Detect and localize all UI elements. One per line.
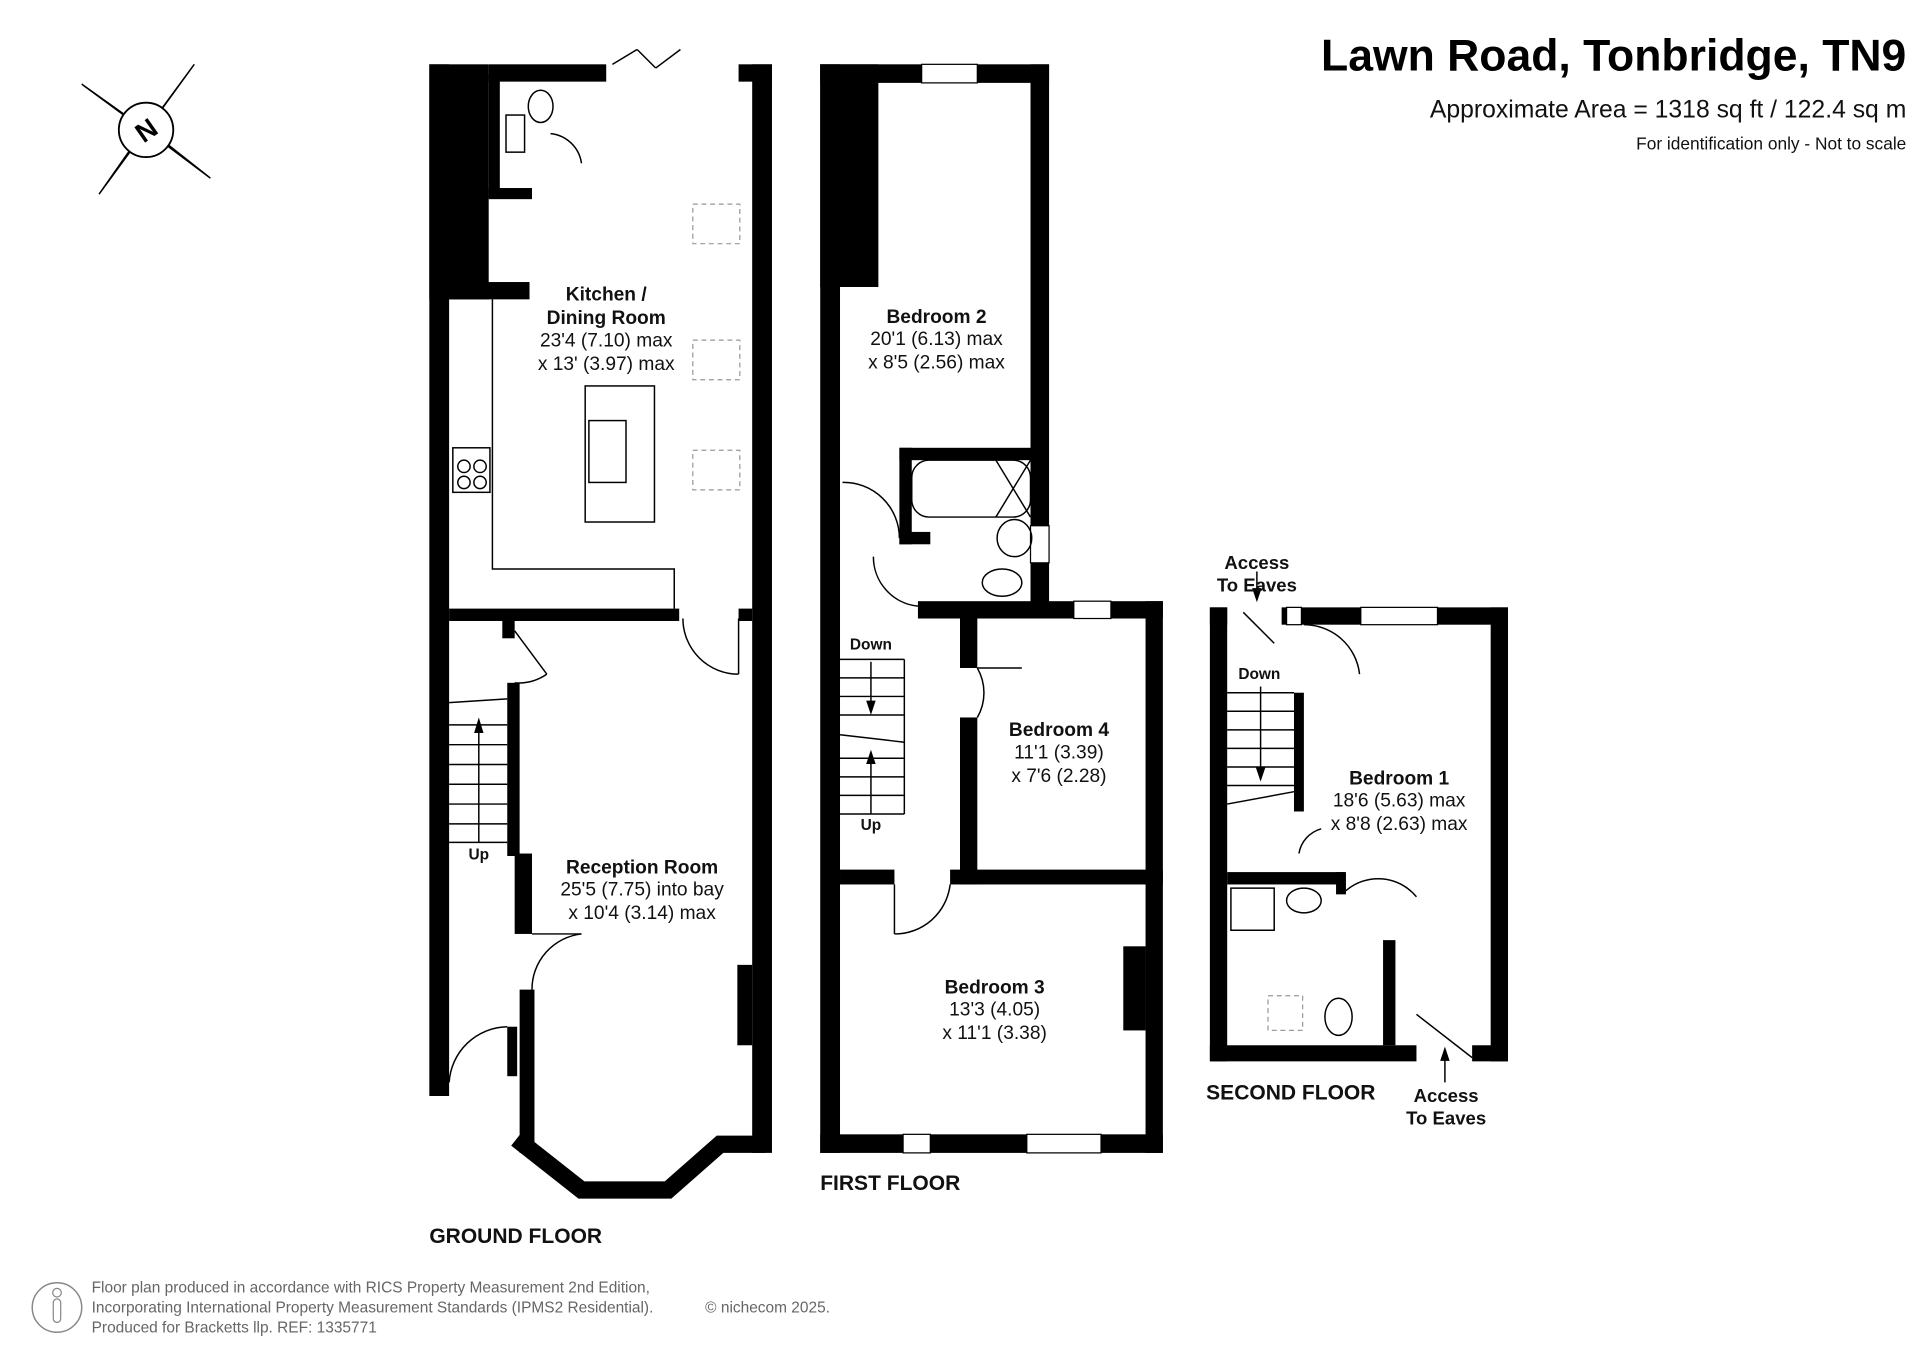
disclaimer: For identification only - Not to scale bbox=[1636, 134, 1906, 154]
eaves-access-bottom-line1: Access bbox=[1414, 1085, 1479, 1106]
bedroom-2-dims-line1: 20'1 (6.13) max bbox=[870, 329, 1003, 350]
kitchen-name-line2: Dining Room bbox=[547, 308, 666, 329]
person-scale-icon bbox=[31, 1282, 83, 1334]
eaves-access-top-line1: Access bbox=[1224, 552, 1289, 573]
bedroom-4-name: Bedroom 4 bbox=[1009, 720, 1109, 741]
bedroom-1-name: Bedroom 1 bbox=[1349, 768, 1449, 789]
bedroom-3-dims-line2: x 11'1 (3.38) bbox=[942, 1023, 1046, 1044]
ground-floor-label: GROUND FLOOR bbox=[429, 1225, 602, 1248]
approximate-area: Approximate Area = 1318 sq ft / 122.4 sq… bbox=[1430, 97, 1906, 124]
ground-floor-plan: Up Kitchen / Dining Room 23'4 (7.10) max… bbox=[429, 48, 772, 1248]
bedroom-1-dims-line2: x 8'8 (2.63) max bbox=[1331, 814, 1468, 835]
property-title: Lawn Road, Tonbridge, TN9 bbox=[1321, 32, 1906, 81]
kitchen-name-line1: Kitchen / bbox=[566, 285, 648, 306]
ground-stairs-up-label: Up bbox=[468, 847, 489, 864]
eaves-access-bottom-line2: To Eaves bbox=[1406, 1107, 1486, 1128]
reception-dims-line1: 25'5 (7.75) into bay bbox=[560, 880, 724, 901]
footer: Floor plan produced in accordance with R… bbox=[31, 1280, 830, 1336]
reception-name: Reception Room bbox=[566, 857, 718, 878]
bedroom-3-dims-line1: 13'3 (4.05) bbox=[949, 1000, 1040, 1021]
footer-line-2: Incorporating International Property Mea… bbox=[92, 1299, 654, 1316]
first-stairs-down-label: Down bbox=[850, 636, 892, 653]
second-floor-plan: Down Access To Eaves Access To Eaves Bed… bbox=[1206, 552, 1508, 1128]
first-stairs-up-label: Up bbox=[861, 817, 882, 834]
footer-copyright: © nichecom 2025. bbox=[705, 1299, 830, 1316]
footer-line-1: Floor plan produced in accordance with R… bbox=[92, 1280, 650, 1297]
first-floor-label: FIRST FLOOR bbox=[820, 1172, 960, 1195]
first-floor-plan: Down Up Bedroom 2 20'1 (6.13) max x 8'5 … bbox=[820, 63, 1163, 1195]
footer-line-3: Produced for Bracketts llp. REF: 1335771 bbox=[92, 1319, 377, 1336]
bedroom-2-dims-line2: x 8'5 (2.56) max bbox=[868, 353, 1005, 374]
bedroom-2-name: Bedroom 2 bbox=[886, 307, 986, 328]
second-floor-label: SECOND FLOOR bbox=[1206, 1082, 1375, 1105]
compass-icon: N bbox=[81, 63, 211, 195]
bedroom-3-name: Bedroom 3 bbox=[945, 977, 1045, 998]
kitchen-dims-line1: 23'4 (7.10) max bbox=[540, 330, 673, 351]
bedroom-1-dims-line1: 18'6 (5.63) max bbox=[1333, 791, 1466, 812]
kitchen-dims-line2: x 13' (3.97) max bbox=[538, 354, 675, 375]
reception-dims-line2: x 10'4 (3.14) max bbox=[568, 903, 716, 924]
bedroom-4-dims-line2: x 7'6 (2.28) bbox=[1011, 766, 1106, 787]
second-stairs-down-label: Down bbox=[1238, 666, 1280, 683]
eaves-access-top-line2: To Eaves bbox=[1217, 574, 1297, 595]
bedroom-4-dims-line1: 11'1 (3.39) bbox=[1014, 742, 1104, 763]
